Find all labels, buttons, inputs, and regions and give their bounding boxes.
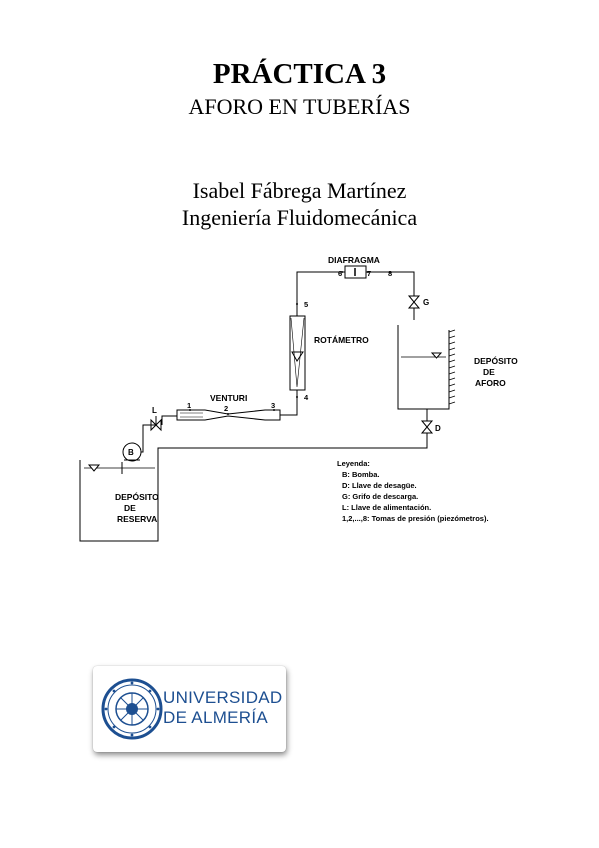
diafragma-label: DIAFRAGMA <box>328 255 380 265</box>
logo-text-line1: UNIVERSIDAD <box>163 688 283 707</box>
tap-2-label: 2 <box>224 404 228 413</box>
diaphragm-body <box>344 265 367 279</box>
pipe-to-valve-g <box>366 271 415 296</box>
university-seal-icon <box>101 678 163 740</box>
gauging-tank <box>397 325 450 410</box>
pump-label: B <box>128 448 134 457</box>
page-subtitle: AFORO EN TUBERÍAS <box>188 94 411 119</box>
aforo-label-2: DE <box>483 367 495 377</box>
return-pipe <box>157 433 428 460</box>
reserve-level-marker <box>87 464 101 472</box>
author-name: Isabel Fábrega Martínez <box>192 178 407 203</box>
pump-outlet <box>141 424 156 453</box>
tap-1-label: 1 <box>187 401 191 410</box>
page-title: PRÁCTICA 3 <box>212 58 387 90</box>
hydraulic-diagram: DIAFRAGMA ROTÁMETRO VENTURI DEPÓSITO DE … <box>79 255 518 542</box>
legend-item: G: Grifo de descarga. <box>342 492 418 501</box>
tap-7-label: 7 <box>367 269 371 278</box>
tap-4-label: 4 <box>304 393 309 402</box>
gauging-level-marker <box>430 352 443 359</box>
aforo-label-1: DEPÓSITO <box>474 355 518 366</box>
rotametro-label: ROTÁMETRO <box>314 335 369 345</box>
tap-3-label: 3 <box>271 401 275 410</box>
legend-item: L: Llave de alimentación. <box>342 503 431 512</box>
legend-item: D: Llave de desagüe. <box>342 481 417 490</box>
university-logo: UNIVERSIDAD DE ALMERÍA <box>93 666 286 752</box>
venturi-label: VENTURI <box>210 393 247 403</box>
legend-item: B: Bomba. <box>342 470 380 479</box>
reserva-label-1: DEPÓSITO <box>115 491 159 502</box>
valve-l <box>150 418 162 432</box>
logo-text-line2: DE ALMERÍA <box>163 708 269 727</box>
tap-5-label: 5 <box>304 300 308 309</box>
valve-d-label: D <box>435 424 441 433</box>
valve-g-label: G <box>423 298 429 307</box>
riser-pipe <box>296 271 345 316</box>
tap-6-label: 6 <box>338 269 342 278</box>
pipe-to-rotameter <box>280 390 298 416</box>
aforo-label-3: AFORO <box>475 378 506 388</box>
legend-title: Leyenda: <box>337 459 370 468</box>
venturi-tube <box>176 409 281 421</box>
rotameter-cone <box>290 317 305 388</box>
reserve-tank <box>79 460 159 542</box>
venturi-inner <box>180 412 203 418</box>
pipe-to-venturi <box>143 415 177 426</box>
reserva-label-2: DE <box>124 503 136 513</box>
course-name: Ingeniería Fluidomecánica <box>181 205 418 230</box>
rotameter-body <box>289 315 306 391</box>
tap-8-label: 8 <box>388 269 392 278</box>
gauging-tank-scale-ticks <box>448 329 456 405</box>
valve-d <box>420 420 434 434</box>
reserva-label-3: RESERVA <box>117 514 157 524</box>
valve-g <box>407 295 421 309</box>
legend-item: 1,2,...,8: Tomas de presión (piezómetros… <box>342 514 489 523</box>
rotameter-float <box>291 351 304 362</box>
legend: Leyenda: B: Bomba. D: Llave de desagüe. … <box>337 459 489 523</box>
valve-l-label: L <box>152 406 157 415</box>
